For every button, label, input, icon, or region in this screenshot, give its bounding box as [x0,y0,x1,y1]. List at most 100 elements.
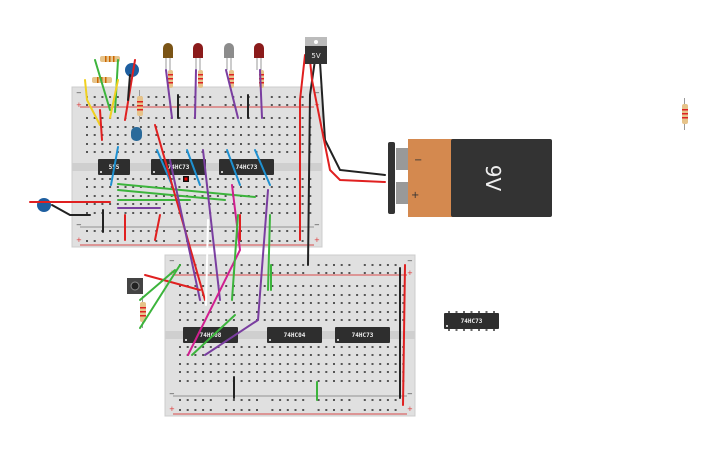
hole [202,302,205,304]
led[interactable] [193,43,203,88]
wire[interactable] [299,54,306,241]
ic-chip[interactable]: 74HC73 [444,311,499,331]
ic-chip[interactable]: 74HC04 [267,327,322,343]
hole [155,195,158,197]
hole [116,203,119,205]
wire[interactable] [117,189,226,201]
led[interactable] [254,43,264,88]
hole [356,302,359,304]
hole [225,409,228,411]
wire[interactable] [165,69,173,119]
hole [186,363,189,365]
capacitor[interactable] [131,127,142,141]
wire[interactable] [259,69,263,119]
hole [379,302,382,304]
hole [186,409,189,411]
pushbutton-cap[interactable] [130,281,140,291]
ceramic-capacitor[interactable] [125,63,139,77]
hole [179,319,181,321]
wire[interactable] [205,219,209,306]
hole [256,294,258,296]
wire[interactable] [124,59,136,121]
hole [286,363,289,365]
hole [240,96,242,98]
resistor-band [113,56,115,62]
wire[interactable] [110,146,119,186]
hole [178,104,181,106]
hole [224,117,227,119]
wire[interactable] [191,314,236,356]
wire[interactable] [267,214,271,291]
wire[interactable] [117,183,256,198]
hole [256,264,258,266]
resistor[interactable] [100,56,120,62]
wire[interactable] [187,184,242,356]
wire[interactable] [309,59,386,183]
ic-chip[interactable]: 74HC73 [151,159,206,175]
hole [301,117,304,119]
wire[interactable] [226,149,241,186]
hole [201,240,204,242]
wire[interactable] [154,124,206,301]
resistor[interactable] [140,296,146,328]
ic-chip[interactable]: 74HC73 [335,327,390,343]
wire[interactable] [144,274,201,291]
wire[interactable] [99,109,103,141]
resistor[interactable] [682,98,688,130]
wire[interactable] [51,204,91,216]
rail-sign: + [407,269,413,277]
hole [271,380,274,382]
voltage-regulator[interactable]: 5V [305,37,327,64]
ic-chip[interactable]: 74HC08 [183,327,238,343]
hole [325,399,328,401]
wire[interactable] [319,61,386,176]
wire[interactable] [154,214,161,241]
chip-pin [448,328,450,331]
wire[interactable] [231,214,239,301]
hole [155,134,158,136]
wire[interactable] [127,74,131,101]
hole [286,203,289,205]
hole [301,126,304,128]
hole [302,380,305,382]
wire[interactable] [139,264,181,329]
wire[interactable] [139,269,176,301]
hole [124,126,127,128]
wire[interactable] [194,69,197,119]
resistor-band [259,78,264,80]
hole [325,371,328,373]
resistor[interactable] [137,90,143,122]
hole [194,409,197,411]
chip-pin [478,328,480,331]
wire[interactable] [169,159,201,301]
ceramic-capacitor[interactable] [37,198,51,212]
hole [271,346,274,348]
hole [93,126,96,128]
hole [132,126,135,128]
regulator-label: 5V [311,52,320,60]
hole [279,346,282,348]
hole [124,212,127,214]
wire[interactable] [225,69,239,119]
hole [363,264,366,266]
hole [163,104,165,106]
wire[interactable] [94,59,111,111]
wire[interactable] [109,79,119,119]
hole [294,346,297,348]
hole [248,399,251,401]
wire[interactable] [204,189,269,356]
wire[interactable] [202,149,221,301]
hole [255,186,258,188]
battery-9v[interactable]: − + 9V [388,139,552,217]
wire[interactable] [186,149,201,186]
wire[interactable] [307,59,316,266]
wire[interactable] [84,79,101,126]
wire[interactable] [402,264,406,406]
pin1-dot [100,171,102,173]
hole [278,186,281,188]
hole [240,143,242,145]
wire[interactable] [254,149,271,186]
hole [147,96,150,98]
led[interactable] [163,43,173,88]
